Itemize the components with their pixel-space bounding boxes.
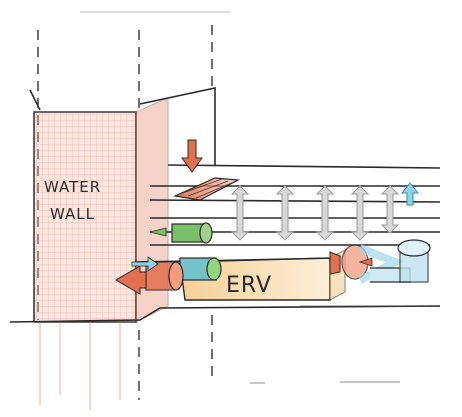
left-arrow-icon xyxy=(115,265,147,295)
fan-icon xyxy=(179,257,222,281)
water-wall xyxy=(33,97,169,410)
water-wall-label-line1: WATER xyxy=(44,178,101,196)
left-arrow-icon xyxy=(358,257,373,267)
up-arrow-icon xyxy=(400,182,420,206)
diffuser-slot xyxy=(172,177,241,201)
exterior-duct xyxy=(329,239,431,284)
erv-label: ERV xyxy=(226,273,272,298)
airflow-vent-icon xyxy=(230,185,400,241)
shadow-lines xyxy=(250,305,420,384)
left-arrow-icon xyxy=(149,227,167,237)
right-arrow-icon xyxy=(131,256,159,272)
down-arrow-icon xyxy=(181,139,203,173)
fan-icon xyxy=(171,222,213,244)
water-wall-label-line2: WALL xyxy=(50,205,95,223)
